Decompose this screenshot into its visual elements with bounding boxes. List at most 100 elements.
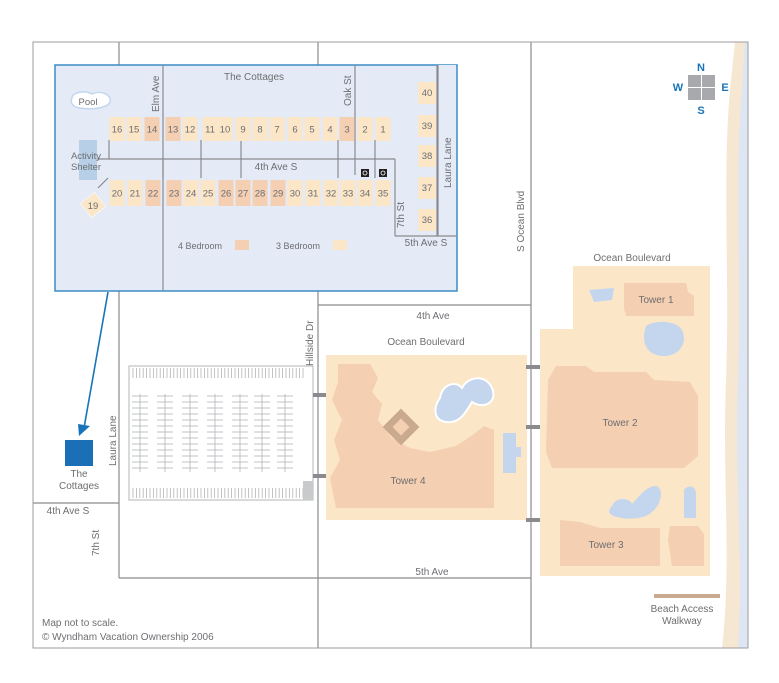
tower1-pool2 [644, 321, 684, 356]
cottage-24-label: 24 [186, 189, 197, 200]
cottage-29[interactable]: 29 [270, 180, 286, 206]
pool [70, 91, 111, 110]
tower3-building [560, 520, 660, 566]
cottage-39-label: 39 [422, 121, 433, 132]
tower1-pool [589, 288, 614, 302]
cottage-35[interactable]: 35 [375, 169, 391, 206]
cottage-13[interactable]: 13 [165, 117, 181, 141]
tower3-pool [609, 486, 661, 519]
tower1-building [624, 283, 694, 316]
legend-4-bedroom-swatch [235, 240, 249, 250]
connectors [313, 365, 542, 522]
main-map: S Ocean Blvd Ocean Boulevard 4th Ave Oce… [33, 42, 748, 648]
cottage-39[interactable]: 39 [418, 115, 436, 137]
cottage-10[interactable]: 10 [217, 117, 233, 141]
cottages-marker[interactable] [65, 440, 93, 466]
cottage-2[interactable]: 2 [357, 117, 373, 141]
cottage-13-label: 13 [168, 125, 179, 136]
tower2-label: Tower 2 [602, 418, 637, 429]
cottage-9[interactable]: 9 [235, 117, 251, 141]
cottage-27[interactable]: 27 [235, 180, 251, 206]
cottage-26[interactable]: 26 [218, 180, 234, 206]
accessible-icon [379, 169, 387, 177]
street-hillside-dr: Hillside Dr [305, 320, 316, 366]
cottage-4[interactable]: 4 [322, 117, 338, 141]
cottage-15[interactable]: 15 [126, 117, 142, 141]
activity-shelter [79, 140, 97, 180]
cottage-21[interactable]: 21 [127, 180, 143, 206]
cottage-2-label: 2 [362, 125, 367, 136]
street-s-ocean-blvd: S Ocean Blvd [516, 191, 527, 252]
cottage-19-label: 19 [88, 201, 99, 212]
cottage-11-label: 11 [205, 125, 215, 136]
cottages-marker-label-2: Cottages [59, 481, 99, 492]
tower4-label: Tower 4 [390, 476, 425, 487]
cottage-33[interactable]: 33 [340, 180, 356, 206]
cottage-25-label: 25 [203, 189, 214, 200]
tower4-building [330, 364, 494, 508]
street-7th-st: 7th St [91, 530, 102, 556]
tower2-building [546, 366, 698, 468]
cottage-36[interactable]: 36 [418, 209, 436, 231]
cottage-24[interactable]: 24 [183, 180, 199, 206]
cottage-19[interactable] [80, 192, 106, 218]
cottage-28[interactable]: 28 [252, 180, 268, 206]
cottage-3[interactable]: 3 [339, 117, 355, 141]
pool-label: Pool [78, 97, 97, 108]
cottage-7[interactable]: 7 [269, 117, 285, 141]
cottage-12[interactable]: 12 [182, 117, 198, 141]
legend: 4 Bedroom 3 Bedroom [178, 240, 347, 251]
cottage-37[interactable]: 37 [418, 177, 436, 199]
street-oak-st: Oak St [343, 75, 354, 106]
cottage-38[interactable]: 38 [418, 145, 436, 167]
beach-walkway [654, 594, 720, 598]
walkway-label: Walkway [662, 616, 702, 627]
cottage-29-label: 29 [273, 189, 284, 200]
street-laura-lane: Laura Lane [108, 415, 119, 466]
activity-label: Activity [71, 151, 101, 162]
cottage-14[interactable]: 14 [144, 117, 160, 141]
cottage-10-label: 10 [220, 125, 231, 136]
inset-title: The Cottages [224, 72, 284, 83]
street-7th-st-inset: 7th St [396, 202, 407, 228]
cottage-30[interactable]: 30 [287, 180, 303, 206]
compass-w: W [673, 82, 684, 94]
cottage-16-label: 16 [112, 125, 123, 136]
cottage-35-label: 35 [378, 189, 389, 200]
cottage-1-label: 1 [380, 125, 385, 136]
cottage-4-label: 4 [327, 125, 332, 136]
tower4-pool-small [503, 433, 516, 473]
cottage-1[interactable]: 1 [375, 117, 391, 141]
cottage-34[interactable]: 34 [357, 169, 373, 206]
cottage-38-label: 38 [422, 151, 433, 162]
cottage-5[interactable]: 5 [304, 117, 320, 141]
tower3-building-2 [668, 526, 704, 566]
cottage-25[interactable]: 25 [200, 180, 216, 206]
cottage-20[interactable]: 20 [109, 180, 125, 206]
footer-copyright: © Wyndham Vacation Ownership 2006 [42, 632, 214, 643]
cottage-23[interactable]: 23 [166, 180, 182, 206]
cottage-40[interactable]: 40 [418, 82, 436, 104]
cottage-5-label: 5 [309, 125, 314, 136]
tower4-pool [434, 377, 495, 424]
cottage-11[interactable]: 11 [202, 117, 218, 141]
cottage-16[interactable]: 16 [109, 117, 125, 141]
cottage-22[interactable]: 22 [145, 180, 161, 206]
street-4th-ave-s-inset: 4th Ave S [255, 162, 298, 173]
cottage-6[interactable]: 6 [287, 117, 303, 141]
street-ocean-boulevard-west: Ocean Boulevard [387, 337, 464, 348]
laura-lane-strip [438, 65, 456, 235]
compass-e: E [721, 82, 728, 94]
cottage-37-label: 37 [422, 183, 433, 194]
cottage-14-label: 14 [147, 125, 158, 136]
cottage-7-label: 7 [274, 125, 279, 136]
cottage-22-label: 22 [148, 189, 159, 200]
accessible-icon [361, 169, 369, 177]
cottage-20-label: 20 [112, 189, 123, 200]
cottage-32[interactable]: 32 [323, 180, 339, 206]
cottage-8[interactable]: 8 [252, 117, 268, 141]
cottage-31[interactable]: 31 [305, 180, 321, 206]
